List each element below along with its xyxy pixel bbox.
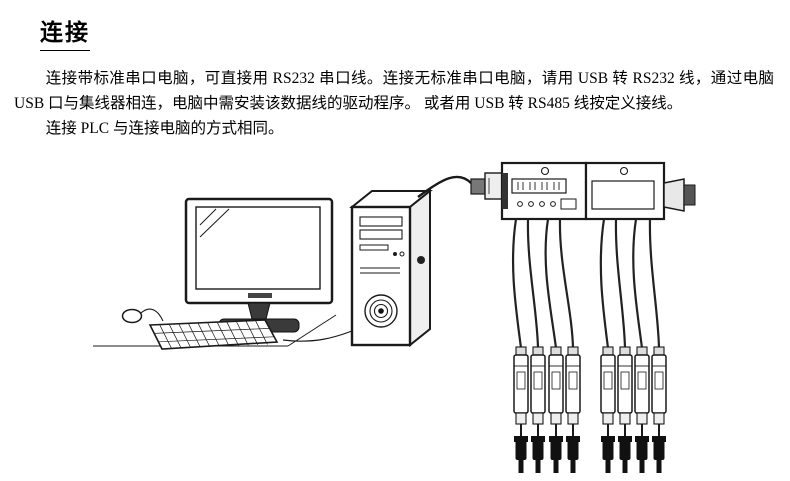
sensor-module	[634, 346, 650, 473]
probe-collar	[566, 436, 580, 442]
sensor-cable	[526, 218, 540, 349]
cd-drive-bay	[359, 229, 403, 240]
keyboard	[148, 319, 279, 350]
probe-collar	[652, 436, 666, 442]
cd-drive-bay	[359, 216, 403, 227]
probe-tip	[553, 460, 559, 473]
sensor-cable	[558, 218, 575, 349]
screw-icon	[540, 166, 550, 176]
hub-lcd	[511, 178, 567, 194]
mouse-cable	[140, 308, 164, 322]
body-text: 连接带标准串口电脑，可直接用 RS232 串口线。连接无标准串口电脑，请用 US…	[14, 66, 774, 141]
connection-illustration	[0, 151, 790, 481]
keyboard-cable	[282, 330, 353, 342]
sensor-module	[600, 346, 616, 473]
probe-plug	[619, 440, 631, 460]
hub-right-connector	[663, 178, 696, 212]
mouse	[121, 308, 164, 324]
monitor-stand-neck	[247, 302, 271, 320]
probe-plug	[515, 440, 527, 460]
probe-tip	[605, 460, 611, 473]
paragraph-connection-plc: 连接 PLC 与连接电脑的方式相同。	[45, 120, 284, 137]
sensor-module	[651, 346, 667, 473]
screw-icon	[619, 166, 629, 176]
sensor-cable	[511, 218, 523, 349]
hub-buttons	[517, 201, 556, 207]
sensor-cable	[648, 218, 661, 349]
sensor-module	[617, 346, 633, 473]
sensor-module	[530, 346, 546, 473]
usb-cable	[417, 175, 472, 198]
hub-left-plug	[470, 172, 503, 200]
probe-plug	[567, 440, 579, 460]
page-title: 连接	[40, 13, 790, 51]
probe-plug	[602, 440, 614, 460]
probe-collar	[549, 436, 563, 442]
side-port	[417, 256, 425, 264]
sensor-probes	[513, 346, 667, 473]
probe-tip	[656, 460, 662, 473]
probe-collar	[635, 436, 649, 442]
sensor-cables	[511, 218, 661, 349]
probe-plug	[653, 440, 665, 460]
sensor-module	[548, 346, 564, 473]
probe-collar	[601, 436, 615, 442]
probe-collar	[618, 436, 632, 442]
monitor-screen	[195, 206, 321, 290]
paragraph-connection-pc: 连接带标准串口电脑，可直接用 RS232 串口线。连接无标准串口电脑，请用 US…	[14, 70, 774, 112]
sensor-module	[513, 346, 529, 473]
sensor-cable	[632, 218, 644, 349]
pc-tower	[349, 188, 433, 348]
computer-monitor	[184, 197, 334, 333]
manual-page: 连接 连接带标准串口电脑，可直接用 RS232 串口线。连接无标准串口电脑，请用…	[0, 13, 790, 481]
page-title-text: 连接	[40, 13, 90, 51]
probe-tip	[639, 460, 645, 473]
probe-plug	[532, 440, 544, 460]
power-knob	[364, 294, 398, 328]
sensor-module	[565, 346, 581, 473]
probe-collar	[531, 436, 545, 442]
hub-unit-display	[500, 161, 588, 221]
probe-collar	[514, 436, 528, 442]
probe-tip	[622, 460, 628, 473]
probe-tip	[570, 460, 576, 473]
sensor-cable	[614, 218, 627, 349]
probe-plug	[636, 440, 648, 460]
probe-tip	[518, 460, 524, 473]
hub-label	[591, 180, 655, 210]
sensor-cable	[599, 218, 610, 349]
hub-unit-blank	[584, 161, 666, 221]
probe-tip	[535, 460, 541, 473]
floppy-slot	[359, 244, 389, 251]
probe-plug	[550, 440, 562, 460]
sensor-cable	[544, 218, 558, 349]
